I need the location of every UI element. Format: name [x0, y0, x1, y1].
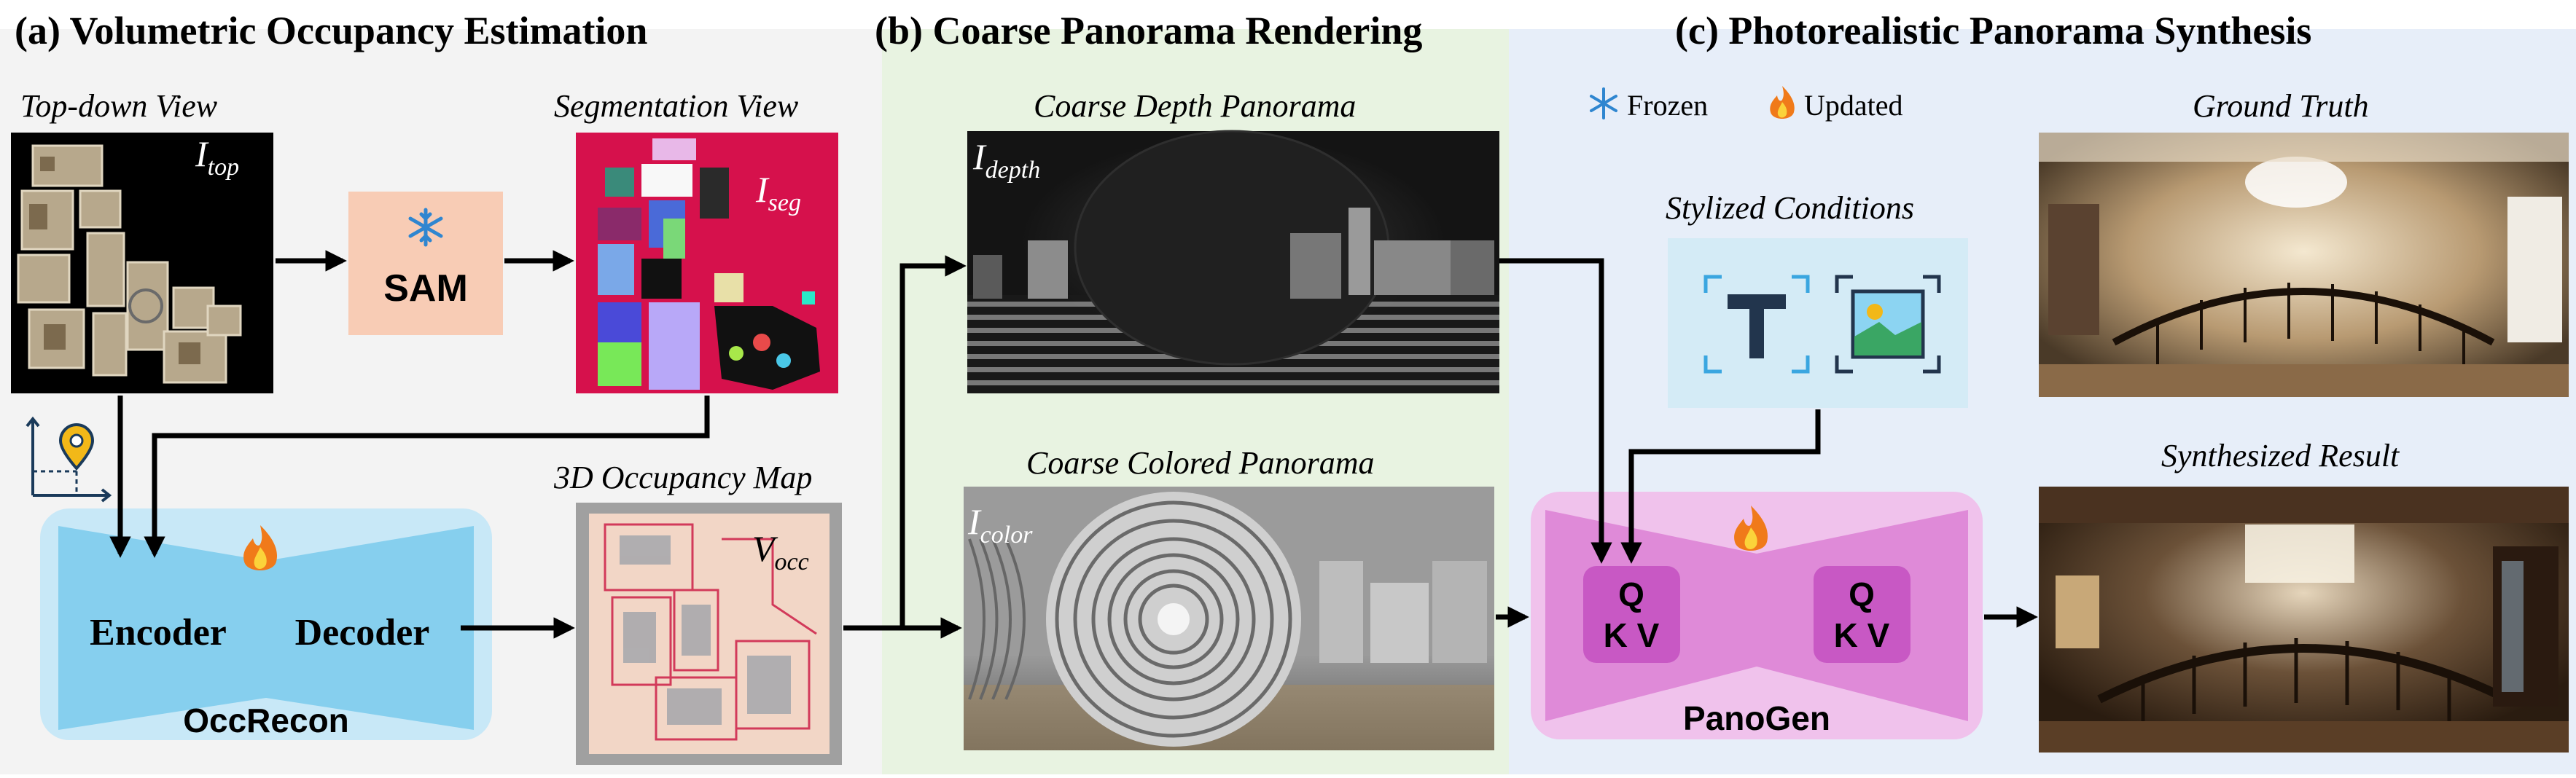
section-b-title: (b) Coarse Panorama Rendering — [875, 9, 1422, 52]
section-c-title: (c) Photorealistic Panorama Synthesis — [1675, 9, 2311, 52]
panogen-module: Q K V Q K V PanoGen — [1531, 492, 1983, 739]
coarse-colored-label: Coarse Colored Panorama — [1026, 445, 1375, 481]
ground-truth-image — [2039, 133, 2569, 397]
occupancy-map-label: 3D Occupancy Map — [553, 460, 812, 495]
occrecon-label: OccRecon — [183, 702, 349, 739]
top-down-view-image — [11, 133, 273, 393]
location-pin-icon — [26, 416, 112, 503]
section-a-title: (a) Volumetric Occupancy Estimation — [15, 9, 647, 52]
coarse-depth-label: Coarse Depth Panorama — [1034, 88, 1356, 124]
panogen-label: PanoGen — [1683, 699, 1830, 737]
segmentation-view-image — [576, 133, 838, 393]
symbol-i-color: Icolor — [967, 501, 1033, 549]
symbol-i-seg: Iseg — [755, 169, 801, 216]
panogen-q-right: Q — [1849, 575, 1875, 613]
stylized-conditions-label: Stylized Conditions — [1666, 190, 1914, 226]
flame-icon — [1770, 86, 1795, 119]
text-t-icon — [1703, 275, 1810, 374]
flame-icon — [1734, 506, 1768, 551]
stylized-conditions-box — [1668, 238, 1968, 408]
decoder-label: Decoder — [295, 612, 430, 653]
encoder-label: Encoder — [90, 612, 227, 653]
flame-icon — [243, 525, 278, 570]
coarse-depth-panorama-image — [967, 130, 1499, 393]
sam-label: SAM — [383, 267, 468, 310]
ground-truth-label: Ground Truth — [2193, 88, 2369, 124]
legend: Frozen Updated — [1590, 86, 1903, 122]
occupancy-map-image — [576, 503, 842, 765]
legend-updated: Updated — [1804, 89, 1903, 122]
legend-frozen: Frozen — [1627, 89, 1708, 122]
segmentation-view-label: Segmentation View — [554, 88, 799, 124]
snowflake-icon — [1590, 87, 1617, 119]
symbol-i-depth: Idepth — [972, 136, 1040, 184]
sam-module: SAM — [348, 192, 503, 335]
snowflake-icon — [408, 208, 443, 247]
occrecon-module: Encoder Decoder OccRecon — [40, 508, 492, 740]
symbol-v-occ: Vocc — [752, 528, 809, 575]
decoder-shape — [266, 526, 474, 730]
coarse-colored-panorama-image — [964, 487, 1494, 750]
panogen-q-left: Q — [1618, 575, 1644, 613]
panogen-kv-right: K V — [1834, 616, 1890, 654]
symbol-i-top: Itop — [195, 133, 239, 181]
synthesized-result-image — [2039, 487, 2569, 753]
encoder-shape — [58, 526, 266, 730]
synthesized-result-label: Synthesized Result — [2161, 438, 2400, 474]
panogen-kv-left: K V — [1604, 616, 1660, 654]
connections — [109, 250, 2038, 639]
image-icon — [1835, 275, 1941, 374]
top-down-view-label: Top-down View — [20, 88, 218, 124]
